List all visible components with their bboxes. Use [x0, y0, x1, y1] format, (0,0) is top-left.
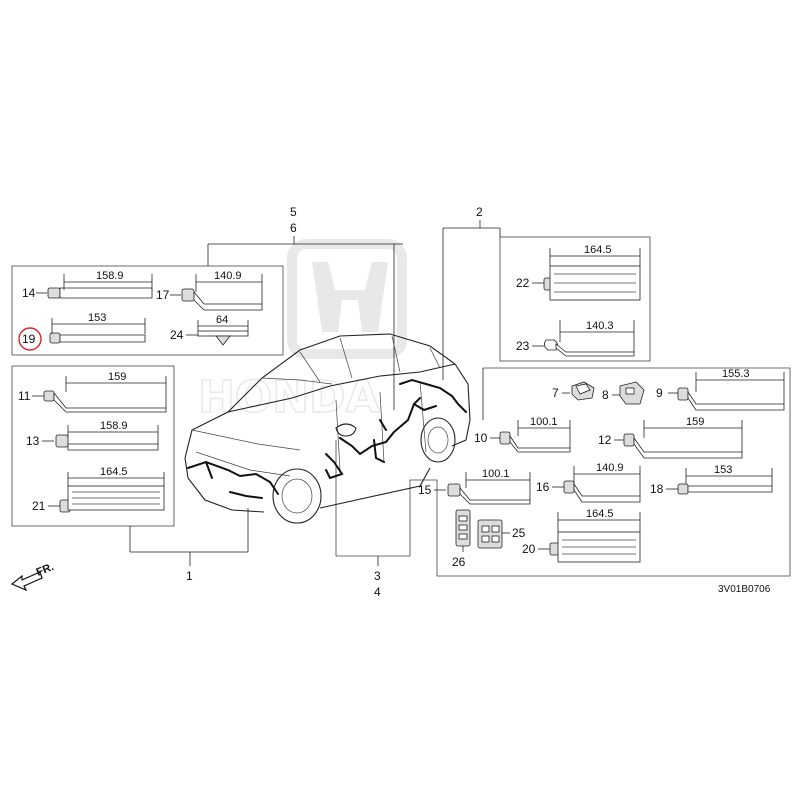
dimension-14: 158.9 [96, 270, 124, 282]
callout-13: 13 [26, 434, 40, 448]
part-10[interactable]: 10 100.1 [474, 416, 571, 453]
dimension-12: 159 [686, 416, 704, 428]
part-7[interactable]: 7 [552, 381, 595, 401]
arrow-left-icon [10, 571, 43, 592]
callout-20: 20 [522, 542, 536, 556]
part-15[interactable]: 15 100.1 [418, 468, 531, 505]
callout-15: 15 [418, 483, 432, 497]
callout-6: 6 [290, 221, 297, 235]
dimension-15: 100.1 [482, 468, 510, 480]
dimension-18: 153 [714, 464, 732, 476]
dimension-21: 164.5 [100, 466, 128, 478]
callout-25: 25 [512, 526, 526, 540]
group-box-3-4 [335, 244, 791, 577]
group-box-5-6 [11, 236, 403, 356]
callout-12: 12 [598, 433, 612, 447]
part-19[interactable]: 19 153 [18, 312, 146, 351]
front-direction-indicator: FR. [10, 561, 56, 592]
callout-1: 1 [186, 569, 193, 583]
callout-4: 4 [374, 585, 381, 599]
part-14[interactable]: 14 158.9 [22, 270, 153, 300]
part-9[interactable]: 9 155.3 [656, 368, 785, 411]
dimension-19: 153 [88, 312, 106, 324]
part-24[interactable]: 24 64 [170, 314, 249, 346]
dimension-23: 140.3 [586, 320, 614, 332]
part-25[interactable]: 25 [477, 519, 526, 549]
watermark-text: HONDA [198, 372, 380, 423]
part-23[interactable]: 23 140.3 [516, 320, 635, 357]
callout-9: 9 [656, 386, 663, 400]
dimension-24: 64 [216, 314, 228, 326]
callout-21: 21 [32, 499, 46, 513]
dimension-22: 164.5 [584, 244, 612, 256]
diagram-code: 3V01B0706 [718, 584, 771, 595]
part-8[interactable]: 8 [602, 381, 645, 405]
callout-24: 24 [170, 328, 184, 342]
callout-14: 14 [22, 286, 36, 300]
callout-5: 5 [290, 205, 297, 219]
part-18[interactable]: 18 153 [650, 464, 773, 496]
part-26[interactable]: 26 [452, 509, 471, 569]
callout-3: 3 [374, 569, 381, 583]
callout-7: 7 [552, 386, 559, 400]
callout-26: 26 [452, 555, 466, 569]
front-label: FR. [35, 561, 56, 579]
dimension-17: 140.9 [214, 270, 242, 282]
group-box-2 [442, 220, 651, 380]
callout-8: 8 [602, 388, 609, 402]
harness-routes [187, 378, 467, 499]
part-20[interactable]: 20 164.5 [522, 508, 641, 563]
callout-16: 16 [536, 480, 550, 494]
part-12[interactable]: 12 159 [598, 416, 743, 459]
dimension-10: 100.1 [530, 416, 558, 428]
part-13[interactable]: 13 158.9 [26, 420, 159, 451]
callout-11: 11 [18, 389, 31, 403]
part-21[interactable]: 21 164.5 [32, 466, 165, 513]
highlight-ring [18, 327, 42, 351]
dimension-11: 159 [108, 371, 126, 383]
part-16[interactable]: 16 140.9 [536, 462, 641, 503]
part-17[interactable]: 17 140.9 [156, 270, 263, 311]
callout-18: 18 [650, 482, 664, 496]
brand-watermark: HONDA [197, 239, 407, 424]
callout-17: 17 [156, 288, 170, 302]
callout-22: 22 [516, 276, 530, 290]
group-box-1 [11, 365, 249, 566]
dimension-20: 164.5 [586, 508, 614, 520]
part-11[interactable]: 11 159 [18, 371, 167, 413]
callout-2: 2 [476, 205, 483, 219]
callout-23: 23 [516, 339, 530, 353]
callout-19: 19 [22, 332, 36, 346]
callout-10: 10 [474, 431, 488, 445]
dimension-9: 155.3 [722, 368, 750, 380]
vehicle-illustration [184, 333, 471, 524]
part-22[interactable]: 22 164.5 [516, 244, 641, 301]
dimension-13: 158.9 [100, 420, 128, 432]
dimension-16: 140.9 [596, 462, 624, 474]
